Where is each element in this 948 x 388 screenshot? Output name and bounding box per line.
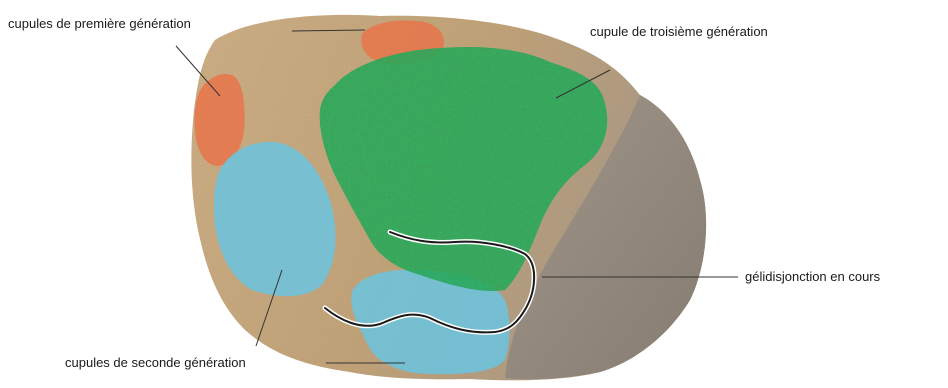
label-second-generation: cupules de seconde génération: [65, 355, 246, 370]
label-first-generation: cupules de première génération: [8, 16, 191, 31]
label-third-generation: cupule de troisième génération: [590, 24, 768, 39]
label-frost-split: gélidisjonction en cours: [745, 269, 880, 284]
